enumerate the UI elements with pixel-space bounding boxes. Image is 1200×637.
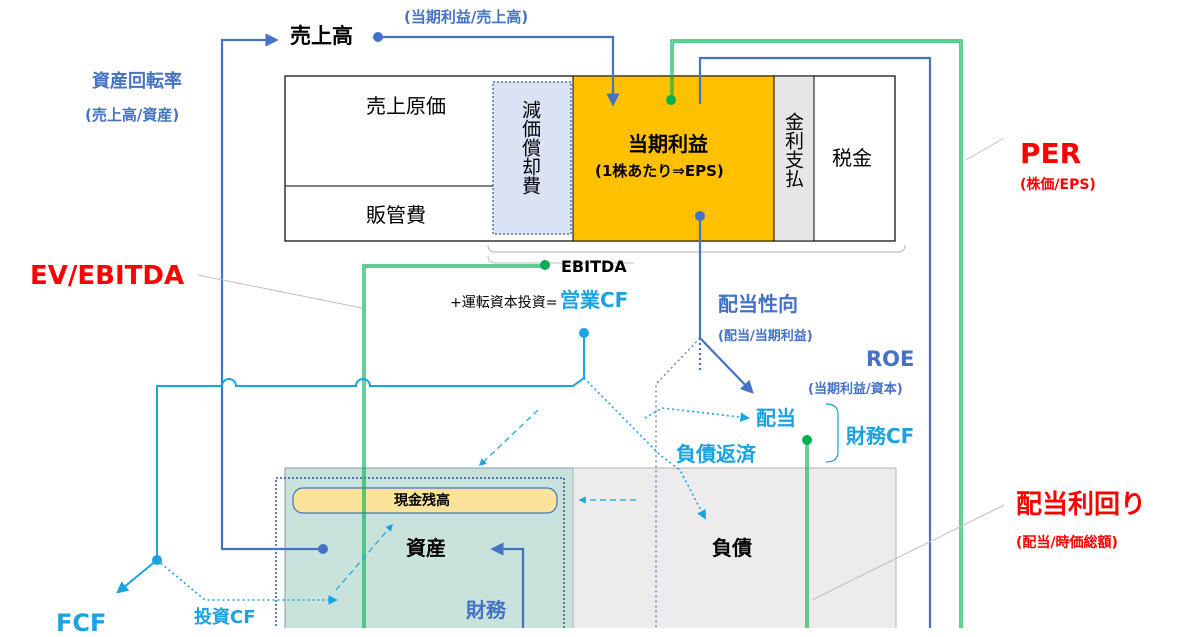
per-label: PER xyxy=(1020,137,1082,170)
depreciation-label: 減価償却費 xyxy=(519,100,541,195)
net-income-sub-label: (1株あたり⇒EPS) xyxy=(595,162,724,180)
roe-label: ROE xyxy=(866,347,915,371)
green-flows xyxy=(362,39,963,628)
blue-flows xyxy=(220,33,932,628)
net-income-label: 当期利益 xyxy=(628,132,708,156)
sales-ratio-formula: (当期利益/売上高) xyxy=(404,8,529,26)
cash-label: 現金残高 xyxy=(394,493,450,509)
liabilities-label: 負債 xyxy=(712,536,752,560)
payout-formula: (配当/当期利益) xyxy=(718,329,813,344)
assets-label: 資産 xyxy=(406,536,446,560)
blue-dots xyxy=(318,32,705,554)
payout-label: 配当性向 xyxy=(718,292,798,316)
depreciation-box xyxy=(492,81,572,235)
asset-turnover-formula: (売上高/資産) xyxy=(85,106,180,124)
roe-formula: (当期利益/資本) xyxy=(808,382,903,397)
sga-label: 販管費 xyxy=(366,203,426,227)
cogs-label: 売上原価 xyxy=(366,94,446,118)
per-formula: (株価/EPS) xyxy=(1020,177,1096,193)
asset-turnover-label: 資産回転率 xyxy=(92,71,182,92)
interest-box xyxy=(773,75,815,242)
balance-sheet xyxy=(275,467,897,628)
financing-label: 財務 xyxy=(466,598,506,622)
cyan-flows xyxy=(116,333,585,594)
investing-cf-label: 投資CF xyxy=(194,607,256,628)
sales-label: 売上高 xyxy=(290,24,353,48)
interest-label: 金利支払 xyxy=(782,112,804,188)
operating-cf-label: 営業CF xyxy=(560,288,629,312)
dividend-yield-label: 配当利回り xyxy=(1016,490,1147,520)
tax-label: 税金 xyxy=(832,146,872,170)
dividend-label: 配当 xyxy=(756,406,796,430)
financing-cf-label: 財務CF xyxy=(846,424,915,448)
ebitda-label: EBITDA xyxy=(561,257,627,276)
ev-ebitda-label: EV/EBITDA xyxy=(30,261,185,291)
debt-repay-label: 負債返済 xyxy=(676,442,756,466)
cash-pill xyxy=(292,487,558,514)
operating-cf-prefix: +運転資本投資= xyxy=(450,295,558,311)
fcf-label: FCF xyxy=(56,609,107,637)
dividend-yield-formula: (配当/時価総額) xyxy=(1016,535,1118,551)
income-statement xyxy=(284,75,906,264)
